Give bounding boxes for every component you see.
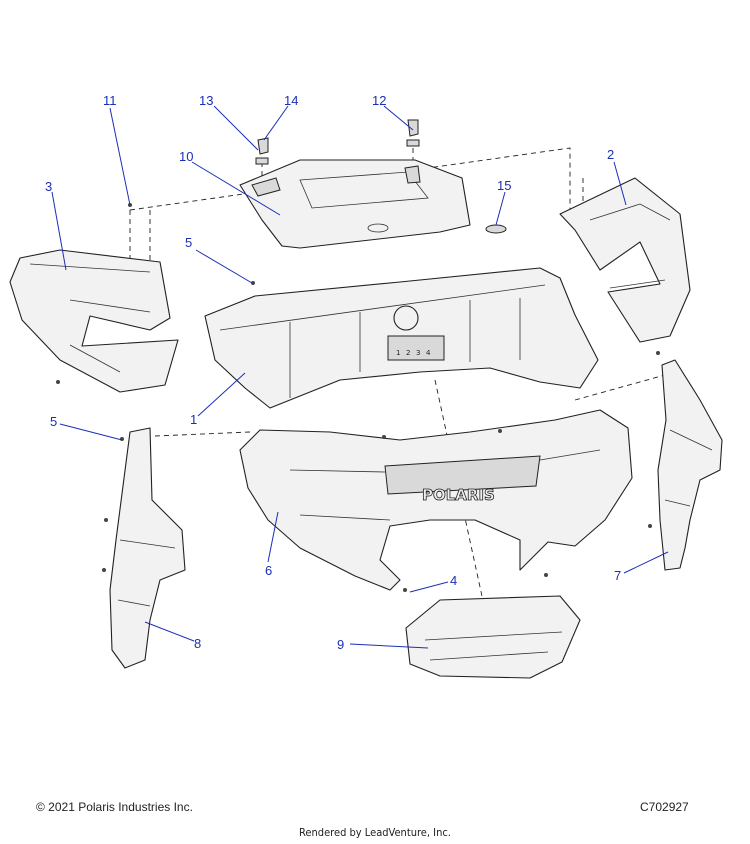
callout-leader-lines <box>51 105 669 649</box>
gauge-number-2: 2 <box>406 349 410 357</box>
callout-7: 7 <box>614 568 621 583</box>
callout-4: 4 <box>450 573 457 588</box>
gauge-number-4: 4 <box>426 349 431 357</box>
left-side-panel <box>9 249 179 393</box>
parts-diagram: 1 2 3 4 POLARIS <box>9 93 723 679</box>
callout-1: 1 <box>190 412 197 427</box>
lower-grille <box>405 595 581 679</box>
rendered-by-text: Rendered by LeadVenture, Inc. <box>299 826 451 839</box>
callout-12: 12 <box>372 93 386 108</box>
copyright-text: © 2021 Polaris Industries Inc. <box>36 800 193 814</box>
callout-6: 6 <box>265 563 272 578</box>
callout-9: 9 <box>337 637 344 652</box>
center-body-panel: 1 2 3 4 <box>204 267 599 409</box>
callout-15: 15 <box>497 178 511 193</box>
callout-14: 14 <box>284 93 298 108</box>
callout-11: 11 <box>103 93 117 108</box>
right-fender <box>657 359 723 571</box>
hood-fasteners <box>255 119 420 165</box>
gauge-number-1: 1 <box>396 349 400 357</box>
left-fender <box>109 427 186 669</box>
callout-8: 8 <box>194 636 201 651</box>
drawing-number: C702927 <box>640 800 689 814</box>
gauge-number-3: 3 <box>416 349 420 357</box>
front-bumper: POLARIS <box>239 409 633 591</box>
right-side-panel <box>559 177 691 343</box>
cap-15 <box>485 224 507 234</box>
callout-labels: 11 13 14 12 10 15 2 3 5 1 5 6 4 7 8 9 <box>45 93 621 652</box>
callout-2: 2 <box>607 147 614 162</box>
polaris-logo-text: POLARIS <box>422 486 495 504</box>
hood-panel <box>239 159 471 249</box>
callout-3: 3 <box>45 179 52 194</box>
callout-10: 10 <box>179 149 193 164</box>
callout-13: 13 <box>199 93 213 108</box>
callout-5-left: 5 <box>50 414 57 429</box>
callout-5-top: 5 <box>185 235 192 250</box>
